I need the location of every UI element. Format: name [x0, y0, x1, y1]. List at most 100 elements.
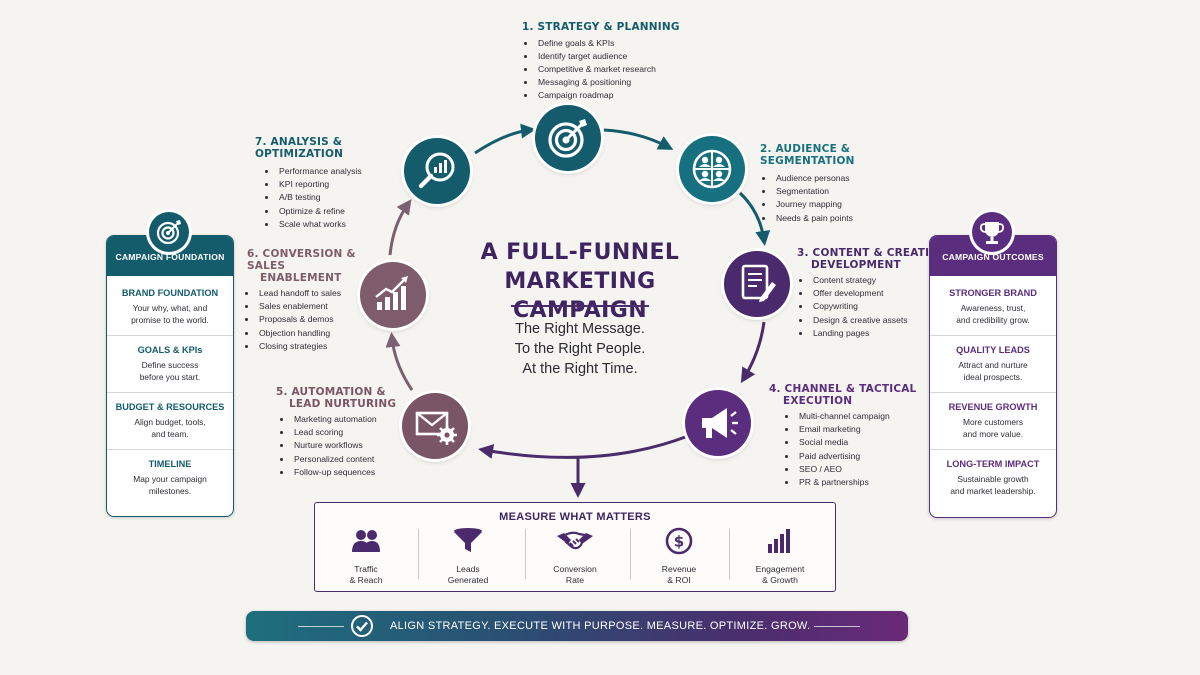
list-item: Journey mapping [774, 198, 940, 211]
stage-7-list: Performance analysis KPI reporting A/B t… [255, 165, 415, 231]
desc-line: and market leadership. [950, 486, 1036, 496]
banner-line-left [298, 626, 344, 627]
metric-label-line: Engagement [755, 564, 805, 574]
center-title-line1: A FULL-FUNNEL [480, 240, 680, 265]
email-gear-icon [415, 411, 457, 445]
campaign-outcomes-panel: CAMPAIGN OUTCOMES STRONGER BRAND Awarene… [929, 235, 1057, 518]
desc-line: Define success [141, 360, 199, 370]
people-icon [352, 530, 380, 552]
list-item: Closing strategies [257, 340, 377, 353]
list-item: Multi-channel campaign [797, 410, 919, 423]
desc-line: Align budget, tools, [134, 417, 206, 427]
outcomes-badge [972, 212, 1012, 252]
center-divider-dot [576, 302, 583, 309]
outcome-item: LONG-TERM IMPACT Sustainable growth and … [930, 450, 1056, 506]
funnel-icon [454, 528, 482, 552]
foundation-item-desc: Your why, what, and promise to the world… [115, 302, 225, 326]
center-title-line2: MARKETING CAMPAIGN [504, 269, 656, 323]
stage-6-list: Lead handoff to sales Sales enablement P… [247, 287, 377, 353]
foundation-item: GOALS & KPIs Define success before you s… [107, 336, 233, 393]
foundation-item-title: TIMELINE [148, 459, 192, 469]
measure-what-matters-box: MEASURE WHAT MATTERS Traffic & Reach Lea… [314, 502, 836, 592]
desc-line: and more value. [962, 429, 1024, 439]
metric-label-line: Conversion [553, 564, 597, 574]
stage-5-title-line2: LEAD NURTURING [289, 398, 397, 410]
banner-text: ALIGN STRATEGY. EXECUTE WITH PURPOSE. ME… [390, 620, 811, 632]
svg-text:$: $ [674, 533, 684, 551]
bottom-banner: ALIGN STRATEGY. EXECUTE WITH PURPOSE. ME… [246, 611, 908, 641]
target-icon [548, 119, 587, 158]
foundation-badge [149, 212, 189, 252]
arrow-4-to-5 [478, 434, 689, 459]
desc-line: Sustainable growth [957, 474, 1029, 484]
metric-label: Engagement & Growth [730, 564, 830, 586]
list-item: KPI reporting [277, 178, 415, 191]
metric-leads: Leads Generated [418, 527, 518, 586]
outcome-item-desc: Attract and nurture ideal prospects. [938, 359, 1048, 383]
list-item: Paid advertising [797, 450, 919, 463]
outcome-item-title: QUALITY LEADS [956, 345, 1030, 355]
list-item: Follow-up sequences [292, 466, 436, 479]
metric-label: Leads Generated [418, 564, 518, 586]
list-item: Design & creative assets [811, 314, 947, 327]
list-item: Social media [797, 436, 919, 449]
foundation-item-title: BUDGET & RESOURCES [115, 402, 225, 412]
outcome-item: STRONGER BRAND Awareness, trust, and cre… [930, 276, 1056, 336]
metric-engagement: Engagement & Growth [730, 527, 830, 586]
arrow-1-to-2 [603, 128, 674, 150]
list-item: Offer development [811, 287, 947, 300]
metric-divider [729, 529, 730, 579]
list-item: Performance analysis [277, 165, 415, 178]
list-item: Content strategy [811, 274, 947, 287]
outcome-item-desc: Sustainable growth and market leadership… [938, 473, 1048, 497]
metric-label: Traffic & Reach [316, 564, 416, 586]
stage-5-title-line1: 5. AUTOMATION & [276, 386, 386, 398]
desc-line: Awareness, trust, [960, 303, 1026, 313]
measure-title: MEASURE WHAT MATTERS [499, 511, 651, 523]
tagline-line2: To the Right People. [514, 341, 646, 357]
desc-line: ideal prospects. [963, 372, 1023, 382]
foundation-item-desc: Align budget, tools, and team. [115, 416, 225, 440]
desc-line: Map your campaign [133, 474, 207, 484]
metric-label-line: Revenue [661, 564, 697, 574]
list-item: Scale what works [277, 218, 415, 231]
banner-line-right [814, 626, 860, 627]
arrow-6-to-7 [388, 199, 412, 256]
dollar-icon: $ [665, 527, 693, 555]
stage-6-text: 6. CONVERSION & SALES ENABLEMENT Lead ha… [247, 248, 377, 353]
list-item: Nurture workflows [292, 439, 436, 452]
list-item: Define goals & KPIs [536, 37, 702, 50]
list-item: Sales enablement [257, 300, 377, 313]
stage-4-list: Multi-channel campaign Email marketing S… [769, 410, 919, 489]
foundation-item-title: BRAND FOUNDATION [121, 288, 219, 298]
outcome-item-title: LONG-TERM IMPACT [946, 459, 1040, 469]
list-item: Identify target audience [536, 50, 702, 63]
megaphone-icon [702, 408, 738, 438]
stage-1-text: 1. STRATEGY & PLANNING Define goals & KP… [522, 21, 702, 102]
metric-label-line: Generated [447, 575, 489, 585]
stage-3-title-line1: 3. CONTENT & CREATIVE [797, 247, 945, 259]
stage-3-text: 3. CONTENT & CREATIVE DEVELOPMENT Conten… [797, 247, 947, 340]
stage-6-circle [360, 262, 426, 328]
stage-5-title: 5. AUTOMATION & LEAD NURTURING [276, 386, 436, 410]
arrow-2-to-3 [738, 191, 771, 246]
list-item: Lead scoring [292, 426, 436, 439]
metric-label: Revenue & ROI [629, 564, 729, 586]
stage-1-circle [535, 105, 601, 171]
outcome-item-title: STRONGER BRAND [949, 288, 1037, 298]
audience-icon [692, 149, 732, 189]
tagline-line1: The Right Message. [515, 321, 645, 337]
handshake-icon [557, 531, 593, 550]
metric-label-line: Leads [456, 564, 480, 574]
metric-label: Conversion Rate [525, 564, 625, 586]
desc-line: Your why, what, and [132, 303, 208, 313]
outcome-item-desc: More customers and more value. [938, 416, 1048, 440]
stage-7-circle [404, 138, 470, 204]
list-item: Competitive & market research [536, 63, 702, 76]
arrow-3-to-4 [740, 321, 766, 384]
stage-3-title: 3. CONTENT & CREATIVE DEVELOPMENT [797, 247, 947, 271]
foundation-item: BUDGET & RESOURCES Align budget, tools, … [107, 393, 233, 450]
outcome-item-desc: Awareness, trust, and credibility grow. [938, 302, 1048, 326]
desc-line: More customers [962, 417, 1024, 427]
list-item: Proposals & demos [257, 313, 377, 326]
